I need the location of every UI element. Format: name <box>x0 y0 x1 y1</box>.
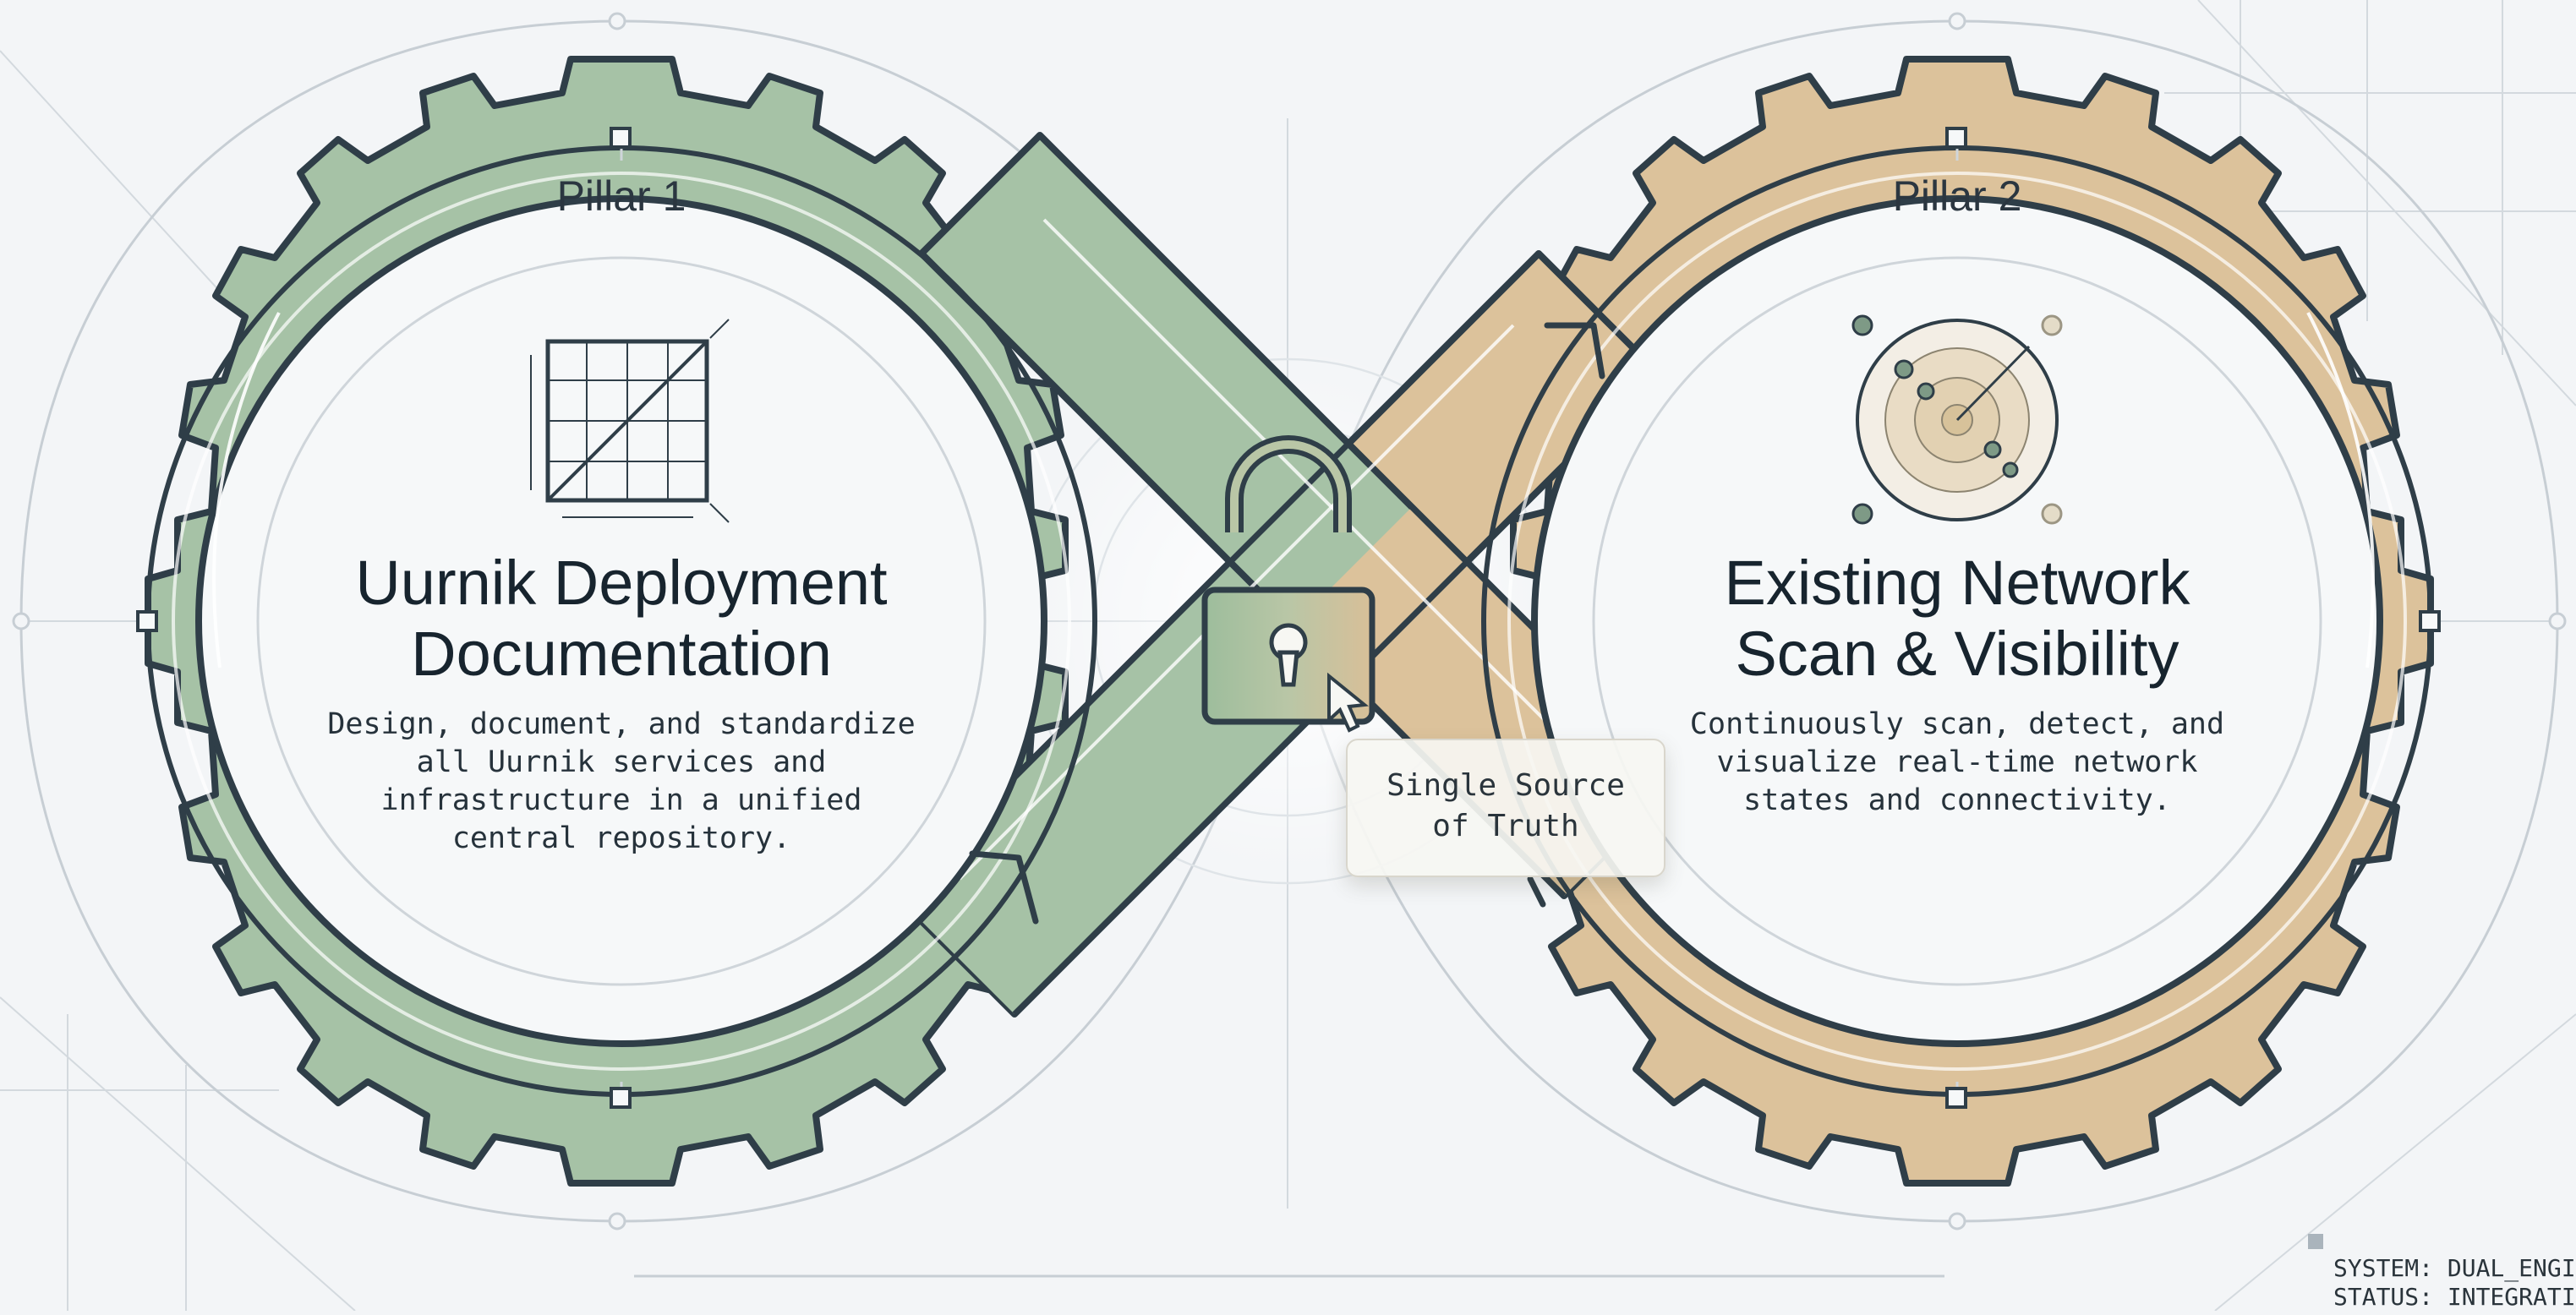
pillar1-title-line2: Documentation <box>411 619 832 689</box>
pillar1-description: Design, document, and standardize all Uu… <box>327 707 916 855</box>
pillar2-title-line2: Scan & Visibility <box>1735 619 2179 689</box>
status-line-2: STATUS: INTEGRATI <box>2333 1283 2576 1311</box>
flow-arrows <box>969 322 1605 925</box>
radar-icon <box>1851 314 2063 525</box>
cursor-icon <box>1327 672 1369 733</box>
pillar2-title-line1: Existing Network <box>1724 548 2190 618</box>
pillar2-label: Pillar 2 <box>1892 172 2022 220</box>
pillar2-disc <box>1531 195 2383 1047</box>
pillar1-title-line1: Uurnik Deployment <box>355 548 888 618</box>
padlock-icon <box>1201 435 1376 733</box>
pillar1-disc <box>195 195 1047 1047</box>
blueprint-icon <box>530 319 730 523</box>
status-line-1: SYSTEM: DUAL_ENGI <box>2333 1254 2576 1282</box>
pillar1-label: Pillar 1 <box>556 172 686 220</box>
single-source-callout: Single Source of Truth <box>1346 739 1665 877</box>
callout-text: Single Source of Truth <box>1386 768 1625 843</box>
status-marker <box>2308 1234 2323 1249</box>
pillar2-description: Continuously scan, detect, and visualize… <box>1689 707 2225 817</box>
